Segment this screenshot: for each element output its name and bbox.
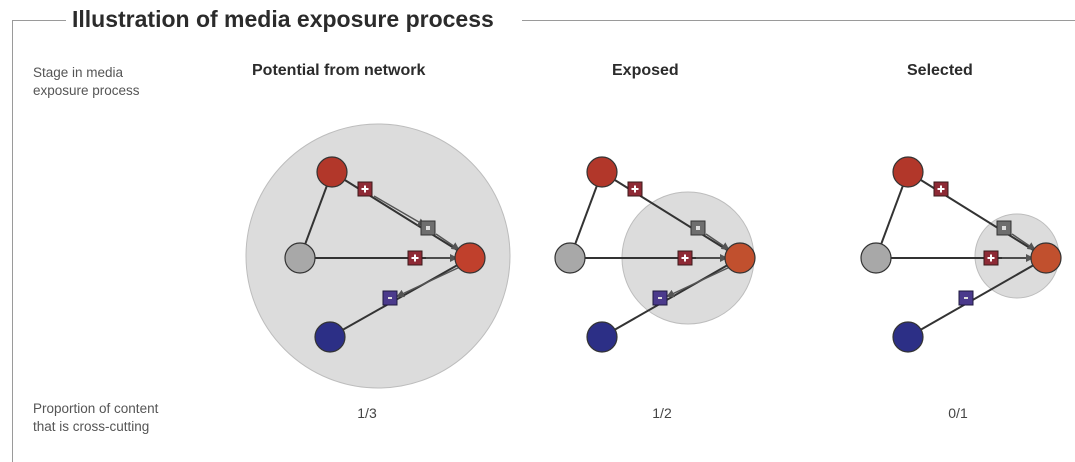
arrow-gray-item-to-focal bbox=[705, 233, 730, 251]
frame-top-right-line bbox=[522, 20, 1075, 21]
figure-title: Illustration of media exposure process bbox=[66, 6, 500, 33]
cross-cutting-item-center bbox=[407, 250, 423, 266]
arrow-gray-item-to-focal bbox=[1011, 233, 1036, 251]
exposure-region-potential bbox=[245, 123, 511, 389]
neutral-item bbox=[420, 220, 436, 236]
tie-focal-to-blue bbox=[601, 257, 741, 338]
red-friend-node bbox=[892, 156, 924, 188]
proportion-selected: 0/1 bbox=[948, 405, 968, 421]
tie-focal-to-blue bbox=[907, 257, 1047, 338]
stage-row-label: Stage in media exposure process bbox=[33, 64, 140, 100]
red-friend-node bbox=[586, 156, 618, 188]
neutral-item bbox=[996, 220, 1012, 236]
blue-friend-node bbox=[892, 321, 924, 353]
focal-user-node bbox=[454, 242, 486, 274]
frame-left-line bbox=[12, 20, 13, 462]
stage-label-line1: Stage in media bbox=[33, 65, 124, 80]
red-friend-node bbox=[316, 156, 348, 188]
panel-potential bbox=[245, 123, 511, 389]
cross-cutting-item-center bbox=[677, 250, 693, 266]
arrow-red-item-to-focal bbox=[373, 195, 426, 227]
tie-red-to-focal bbox=[907, 171, 1047, 259]
like-minded-item bbox=[652, 290, 668, 306]
arrow-focal-to-blue-item bbox=[666, 265, 733, 298]
gray-friend-node bbox=[554, 242, 586, 274]
frame-top-left-line bbox=[12, 20, 72, 21]
cross-cutting-item-top bbox=[357, 181, 373, 197]
proportion-label-line1: Proportion of content bbox=[33, 401, 159, 416]
tie-red-to-focal bbox=[601, 171, 741, 259]
gray-friend-node bbox=[284, 242, 316, 274]
proportion-potential: 1/3 bbox=[357, 405, 377, 421]
arrow-gray-item-to-focal bbox=[435, 233, 460, 251]
focal-user-node bbox=[1030, 242, 1062, 274]
neutral-item bbox=[690, 220, 706, 236]
cross-cutting-item-top bbox=[933, 181, 949, 197]
stage-header-selected: Selected bbox=[907, 62, 973, 79]
stage-header-potential: Potential from network bbox=[252, 62, 426, 79]
panel-selected bbox=[860, 156, 1062, 353]
proportion-row-label: Proportion of content that is cross-cutt… bbox=[33, 400, 158, 436]
like-minded-item bbox=[958, 290, 974, 306]
stage-header-exposed: Exposed bbox=[612, 62, 679, 79]
gray-friend-node bbox=[860, 242, 892, 274]
like-minded-item bbox=[382, 290, 398, 306]
proportion-exposed: 1/2 bbox=[652, 405, 672, 421]
proportion-label-line2: that is cross-cutting bbox=[33, 419, 150, 434]
focal-user-node bbox=[724, 242, 756, 274]
tie-red-to-focal bbox=[331, 171, 471, 259]
arrow-focal-to-blue-item bbox=[396, 265, 463, 298]
blue-friend-node bbox=[314, 321, 346, 353]
cross-cutting-item-top bbox=[627, 181, 643, 197]
stage-label-line2: exposure process bbox=[33, 83, 140, 98]
blue-friend-node bbox=[586, 321, 618, 353]
tie-focal-to-blue bbox=[329, 257, 471, 338]
panel-exposed bbox=[554, 156, 756, 353]
cross-cutting-item-center bbox=[983, 250, 999, 266]
